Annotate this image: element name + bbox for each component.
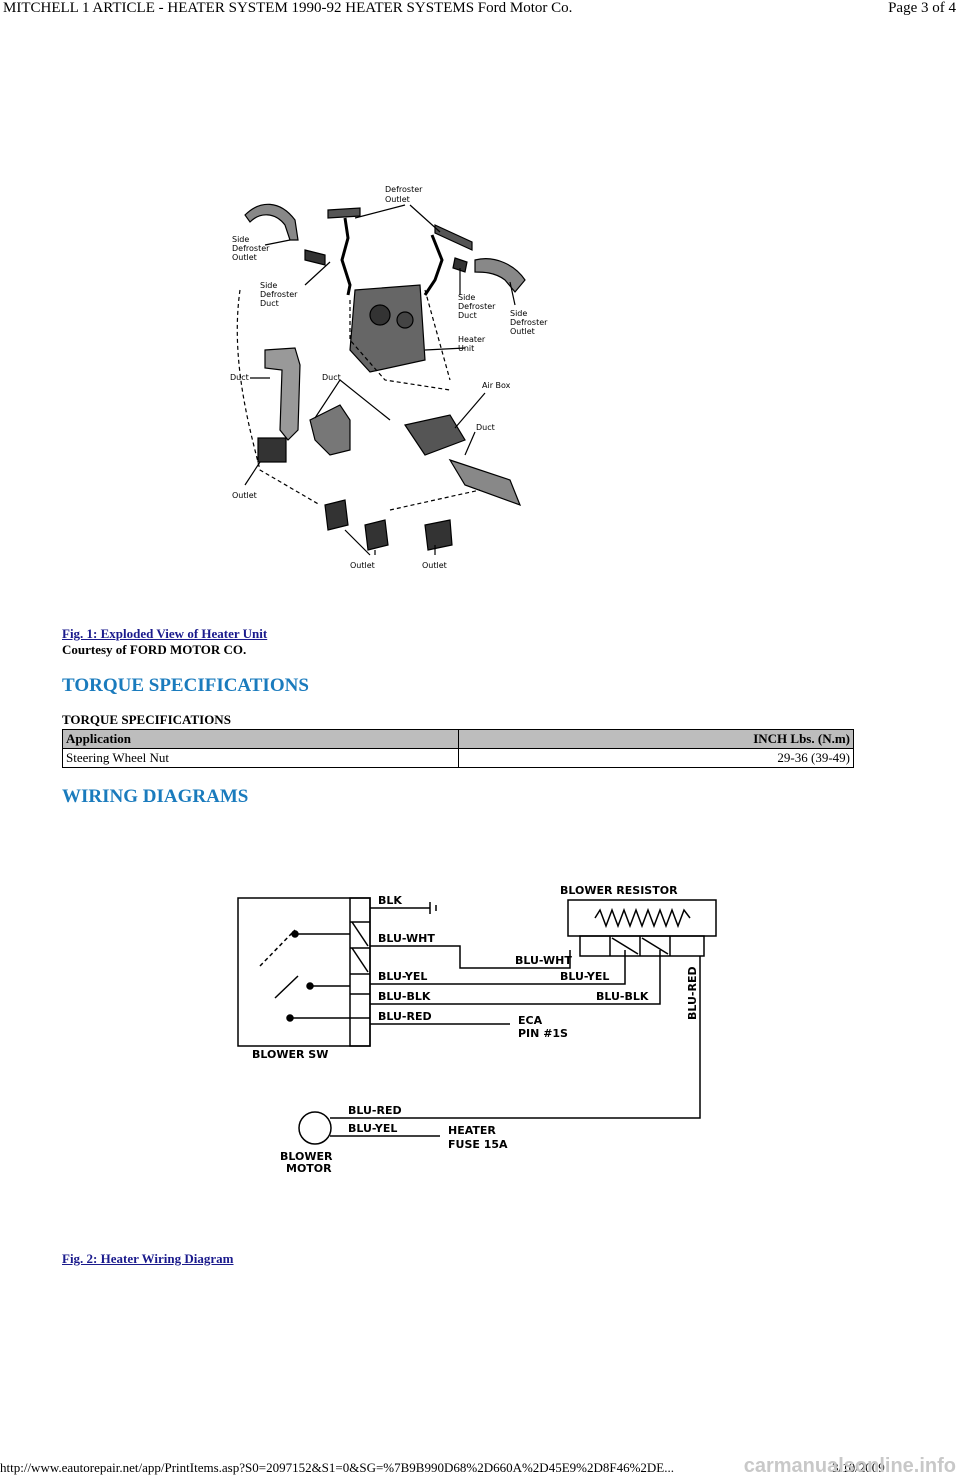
label-wire-blu-red: BLU-RED	[378, 1010, 432, 1023]
figure-2-caption-link[interactable]: Fig. 2: Heater Wiring Diagram	[62, 1251, 234, 1266]
label-side-defroster-duct-left: Side	[260, 281, 277, 290]
footer-url: http://www.eautorepair.net/app/PrintItem…	[0, 1460, 674, 1475]
watermark: carmanualsonline.info	[743, 1455, 956, 1477]
footer-date: 3/10/2009	[832, 1460, 885, 1475]
label-wire-blk: BLK	[378, 894, 402, 907]
label-side-defroster-outlet-left-3: Outlet	[232, 253, 257, 262]
label-side-defroster-outlet-left-2: Defroster	[232, 244, 270, 253]
exploded-view-figure: Defroster Outlet Side Defroster Outlet S…	[230, 185, 548, 570]
label-outlet-bottom: Outlet	[350, 561, 375, 570]
label-side-defroster-duct-right-3: Duct	[458, 311, 477, 320]
label-wire-blu-yel: BLU-YEL	[378, 970, 427, 983]
torque-heading: TORQUE SPECIFICATIONS	[62, 675, 309, 696]
label-wire-blu-wht-2: BLU-WHT	[515, 954, 572, 967]
label-heater-fuse-2: FUSE 15A	[448, 1138, 508, 1151]
label-side-defroster-outlet-right-2: Defroster	[510, 318, 548, 327]
label-side-defroster-outlet-left: Side	[232, 235, 249, 244]
label-wire-blu-yel-2: BLU-YEL	[560, 970, 609, 983]
label-wire-blu-red-vertical: BLU-RED	[686, 966, 699, 1020]
label-defroster-outlet-2: Outlet	[385, 195, 410, 204]
label-eca: ECA	[518, 1014, 543, 1027]
label-duct-left: Duct	[230, 373, 249, 382]
label-side-defroster-outlet-right: Side	[510, 309, 527, 318]
label-outlet-left: Outlet	[232, 491, 257, 500]
column-header-torque: INCH Lbs. (N.m)	[457, 729, 854, 749]
torque-table: Application INCH Lbs. (N.m) Steering Whe…	[62, 729, 854, 768]
label-side-defroster-duct-left-3: Duct	[260, 299, 279, 308]
label-blower-resistor: BLOWER RESISTOR	[560, 884, 678, 897]
label-motor-blu-yel: BLU-YEL	[348, 1122, 397, 1135]
label-heater-unit: Heater	[458, 335, 486, 344]
label-duct-center: Duct	[322, 373, 341, 382]
cell-application: Steering Wheel Nut	[62, 748, 459, 768]
label-outlet-bottom-2: Outlet	[422, 561, 447, 570]
label-heater-unit-2: Unit	[458, 344, 474, 353]
label-motor-blu-red: BLU-RED	[348, 1104, 402, 1117]
label-side-defroster-duct-left-2: Defroster	[260, 290, 298, 299]
table-row: Steering Wheel Nut 29-36 (39-49)	[62, 748, 854, 768]
wiring-heading: WIRING DIAGRAMS	[62, 786, 249, 807]
label-wire-blu-blk-2: BLU-BLK	[596, 990, 649, 1003]
label-wire-blu-blk: BLU-BLK	[378, 990, 431, 1003]
figure-1-caption-link[interactable]: Fig. 1: Exploded View of Heater Unit	[62, 626, 268, 641]
label-wire-blu-wht: BLU-WHT	[378, 932, 435, 945]
label-blower-motor-2: MOTOR	[286, 1162, 332, 1175]
page-number: Page 3 of 4	[888, 0, 956, 16]
label-side-defroster-duct-right-2: Defroster	[458, 302, 496, 311]
label-air-box: Air Box	[482, 381, 511, 390]
wiring-diagram-figure: BLOWER RESISTOR BLK BLU-WHT BLU-WHT BLU-…	[237, 884, 717, 1175]
label-side-defroster-duct-right: Side	[458, 293, 475, 302]
column-header-application: Application	[62, 729, 459, 749]
label-eca-pin: PIN #1S	[518, 1027, 568, 1040]
label-side-defroster-outlet-right-3: Outlet	[510, 327, 535, 336]
label-blower-sw: BLOWER SW	[252, 1048, 328, 1061]
torque-table-title: TORQUE SPECIFICATIONS	[62, 712, 231, 727]
figure-1-courtesy: Courtesy of FORD MOTOR CO.	[62, 642, 247, 657]
torque-table-header: Application INCH Lbs. (N.m)	[62, 729, 854, 749]
label-heater-fuse: HEATER	[448, 1124, 496, 1137]
document-title: MITCHELL 1 ARTICLE - HEATER SYSTEM 1990-…	[3, 0, 573, 16]
label-blower-motor: BLOWER	[280, 1150, 333, 1163]
cell-torque-value: 29-36 (39-49)	[457, 748, 854, 768]
label-duct-right: Duct	[476, 423, 495, 432]
label-defroster-outlet: Defroster	[385, 185, 423, 194]
